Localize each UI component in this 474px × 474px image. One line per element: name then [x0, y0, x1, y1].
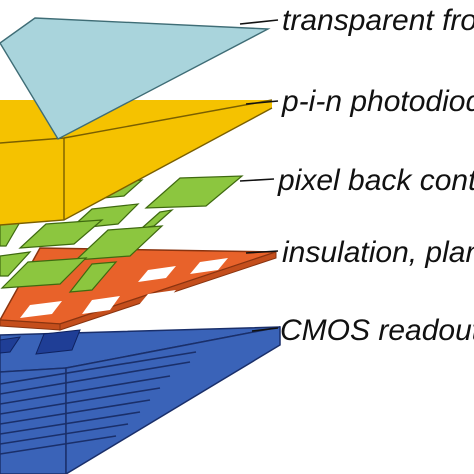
leader-lines — [239, 19, 279, 332]
cmos-readout-layer — [0, 326, 281, 474]
leader-line — [251, 327, 279, 332]
leader-line — [239, 19, 279, 25]
pin-photodiode-side-face — [64, 100, 272, 220]
insulation-opening — [82, 296, 120, 314]
insulation-opening — [190, 258, 228, 274]
transparent-front-electrode-layer — [0, 17, 271, 140]
pixel-contact — [74, 225, 164, 261]
leader-line — [239, 178, 275, 182]
label-cmos-readout: CMOS readout — [280, 314, 474, 347]
insulation-opening — [138, 266, 176, 282]
leader-line — [245, 250, 279, 254]
insulation-opening — [20, 301, 62, 318]
pixel-contact — [140, 209, 174, 229]
pixel-contact — [0, 251, 32, 277]
pixel-contact — [18, 219, 104, 249]
insulation-opening — [138, 290, 176, 306]
pixel-back-contacts-layer — [0, 175, 244, 293]
cmos-pad — [35, 329, 81, 355]
cmos-pad — [0, 336, 22, 354]
pixel-contact — [68, 261, 118, 293]
insulation-layer — [0, 247, 277, 331]
label-pixel-back-contacts: pixel back contacts — [277, 164, 474, 197]
pixel-contact — [144, 175, 244, 209]
label-transparent-front-electrode: transparent front electrode — [282, 4, 474, 37]
label-insulation-planarization: insulation, planarization — [282, 236, 474, 269]
label-pin-photodiode: p-i-n photodiode — [281, 85, 474, 118]
insulation-openings — [20, 258, 228, 318]
leader-line — [245, 100, 279, 105]
pixel-contact — [0, 257, 88, 289]
cmos-readout-lines — [0, 351, 197, 455]
pin-photodiode-edge — [0, 107, 273, 226]
insulation-side-face — [59, 251, 277, 331]
cmos-readout-front-face — [0, 367, 67, 474]
transparent-electrode-top-face — [0, 17, 271, 140]
pin-photodiode-front-face — [0, 138, 64, 225]
pixel-contact — [0, 221, 22, 247]
